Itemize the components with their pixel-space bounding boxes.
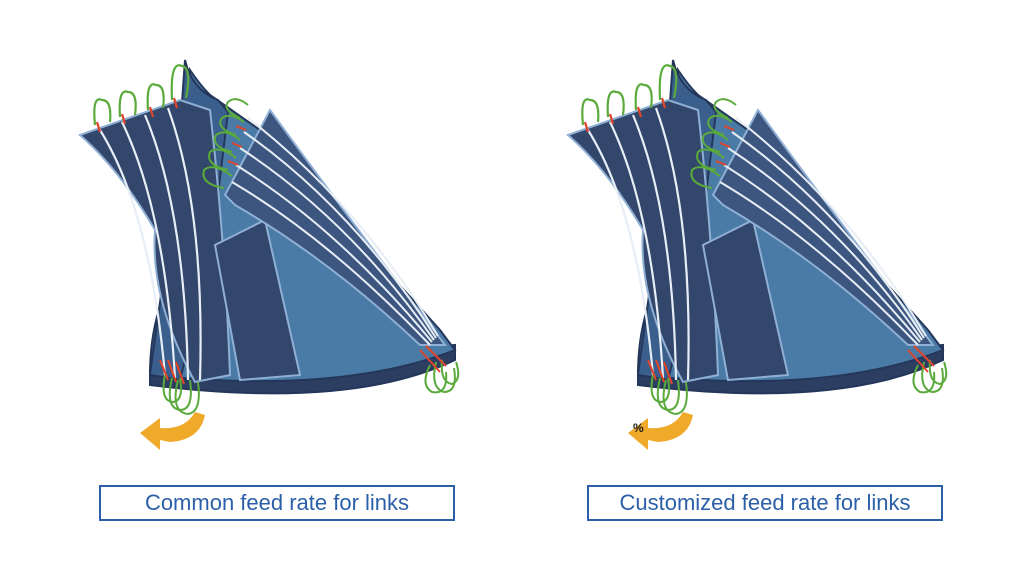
curved-arrow-icon <box>140 412 205 450</box>
links-bottom-left <box>159 359 200 416</box>
impeller-diagram-customized: % <box>566 59 948 450</box>
tool-paths-right <box>231 117 439 346</box>
center-blade <box>213 218 302 382</box>
tool-paths-left <box>99 107 202 381</box>
caption-customized-feed-rate: Customized feed rate for links <box>587 485 943 521</box>
curved-arrow-icon <box>628 412 693 450</box>
percent-symbol: % <box>633 421 644 435</box>
right-blade <box>223 108 448 346</box>
diagram-panel-customized: % <box>488 0 1000 576</box>
caption-common-feed-rate: Common feed rate for links <box>99 485 455 521</box>
links-right-edge <box>202 98 249 189</box>
links-top <box>93 64 190 133</box>
impeller-diagram-common <box>78 59 460 450</box>
links-bottom-right <box>419 345 460 394</box>
diagram-panel-common <box>78 59 460 450</box>
